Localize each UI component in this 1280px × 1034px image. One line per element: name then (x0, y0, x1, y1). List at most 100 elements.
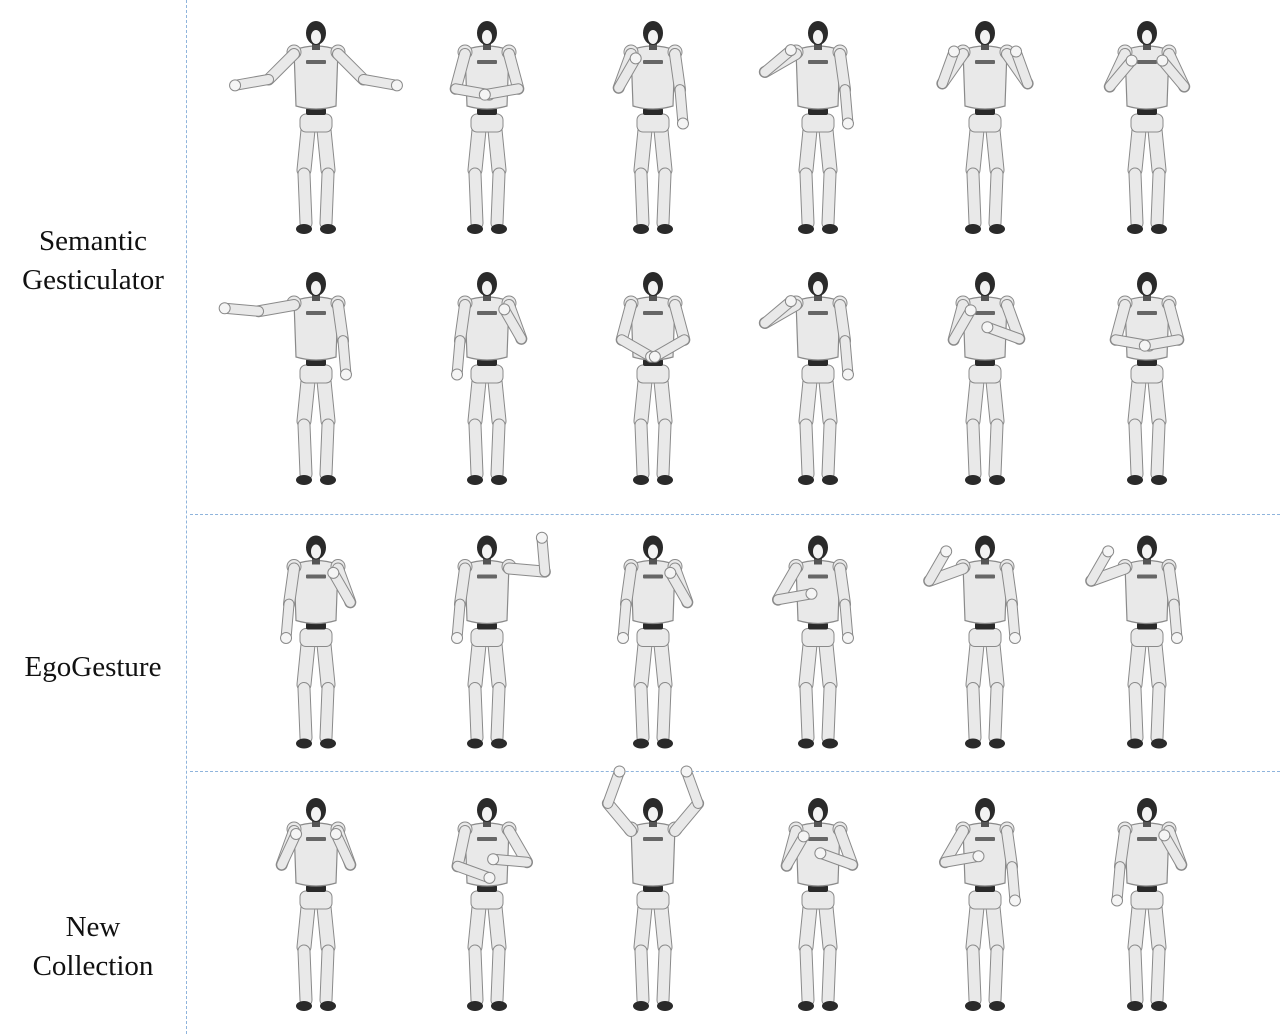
robot-shin-right (988, 682, 1004, 744)
robot-thigh-left (1127, 899, 1147, 955)
robot-torso (293, 45, 339, 110)
robot-torso (962, 822, 1008, 887)
robot-thigh-left (798, 122, 818, 178)
robot-face (482, 281, 492, 295)
robot-thigh-right (985, 373, 1005, 429)
robot-thigh-right (487, 122, 507, 178)
robot-upper-arm-right (503, 562, 551, 578)
robot-thigh-right (653, 122, 673, 178)
robot-pelvis (470, 628, 504, 647)
robot-hand-left (805, 587, 818, 600)
robot-shin-left (1128, 167, 1144, 230)
row-label-line: Collection (32, 950, 154, 982)
robot-pose-figure (241, 780, 391, 1030)
row-label-line: New (65, 911, 121, 943)
robot-thigh-right (653, 637, 673, 692)
robot-pelvis (801, 628, 835, 647)
robot-thigh-left (1127, 637, 1147, 692)
robot-thigh-right (818, 899, 838, 955)
robot-pelvis (801, 364, 835, 384)
robot-hand-left (617, 632, 630, 645)
robot-figure-svg (229, 21, 403, 234)
robot-torso (962, 45, 1008, 110)
robot-chest-logo (477, 574, 497, 579)
robot-foot-left (467, 224, 483, 234)
robot-pelvis (470, 364, 504, 384)
robot-thigh-right (653, 899, 673, 955)
robot-face (482, 30, 492, 44)
separator-egogesture-newcollection (190, 771, 1280, 772)
robot-foot-right (1151, 475, 1167, 485)
robot-thigh-right (487, 373, 507, 429)
robot-face (311, 807, 321, 821)
robot-pelvis (299, 890, 333, 910)
robot-face (648, 30, 658, 44)
robot-waist (477, 359, 497, 366)
robot-hand-left (940, 545, 953, 558)
robot-thigh-left (296, 899, 316, 955)
robot-shin-right (490, 944, 506, 1007)
robot-foot-left (467, 1001, 483, 1011)
robot-figure-svg (923, 535, 1021, 749)
robot-hand-left (218, 302, 231, 315)
robot-face (311, 30, 321, 44)
robot-thigh-left (1127, 373, 1147, 429)
robot-foot-right (822, 738, 838, 749)
row-label-line: Gesticulator (22, 264, 164, 296)
robot-foot-right (1151, 1001, 1167, 1011)
robot-figure-svg (451, 798, 533, 1011)
robot-thigh-right (985, 122, 1005, 178)
robot-thigh-right (653, 373, 673, 429)
robot-thigh-right (818, 373, 838, 429)
robot-shin-right (1150, 944, 1166, 1007)
robot-figure-svg (451, 531, 551, 749)
robot-thigh-right (985, 899, 1005, 955)
robot-upper-arm-right (332, 299, 350, 347)
robot-upper-arm-left (601, 797, 637, 837)
robot-chest-logo (1137, 311, 1157, 315)
robot-shin-right (821, 682, 837, 744)
robot-chest-logo (306, 311, 326, 315)
robot-pose-figure (743, 8, 893, 248)
robot-thigh-left (467, 122, 487, 178)
robot-foot-left (1127, 738, 1143, 749)
robot-pose-figure (578, 765, 728, 1030)
robot-upper-arm-left (453, 299, 471, 347)
robot-upper-arm-left (1109, 299, 1131, 346)
robot-foot-left (296, 1001, 312, 1011)
robot-face (311, 281, 321, 295)
robot-pose-figure (578, 520, 728, 765)
robot-waist (1137, 108, 1157, 115)
robot-shin-right (656, 682, 672, 744)
robot-foot-right (320, 1001, 336, 1011)
robot-figure-svg (780, 798, 859, 1011)
robot-thigh-right (316, 122, 336, 178)
separator-semantic-egogesture (190, 514, 1280, 515)
robot-thigh-right (316, 637, 336, 692)
robot-hand-left (290, 828, 303, 841)
robot-hand-right (478, 88, 491, 101)
robot-hand-left (964, 304, 977, 317)
robot-foot-right (320, 224, 336, 234)
robot-waist (306, 359, 326, 366)
robot-shin-left (799, 167, 815, 230)
robot-upper-arm-right (1163, 299, 1185, 346)
robot-upper-arm-left (1113, 825, 1131, 873)
robot-hand-right (1158, 829, 1171, 842)
robot-waist (306, 885, 326, 892)
robot-figure-svg (275, 798, 357, 1011)
robot-pelvis (636, 890, 670, 910)
robot-shin-right (656, 944, 672, 1007)
robot-hand-right (841, 117, 854, 130)
robot-face (1142, 807, 1152, 821)
robot-hand-left (972, 850, 985, 863)
robot-pose-figure (910, 520, 1060, 765)
robot-hand-right (1156, 54, 1169, 67)
robot-torso (293, 296, 339, 361)
robot-hand-left (629, 52, 642, 65)
robot-face (980, 30, 990, 44)
row-label-new-collection: New Collection (0, 908, 186, 986)
robot-pose-figure (1072, 255, 1222, 503)
robot-chest-logo (1137, 60, 1157, 64)
robot-waist (306, 108, 326, 115)
